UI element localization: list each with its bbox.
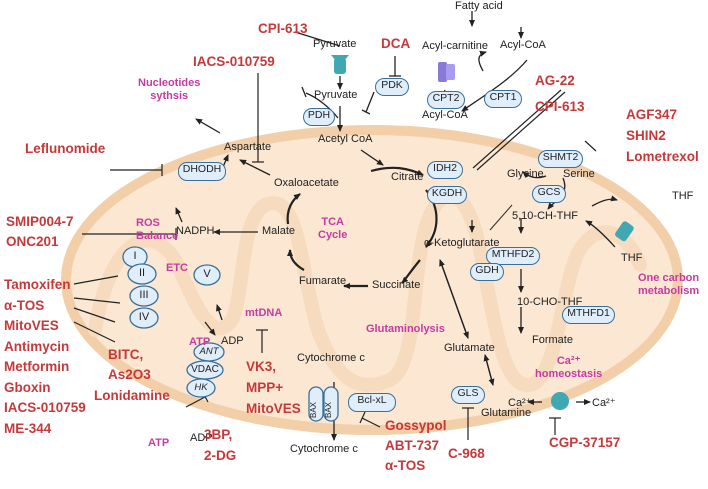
drug-bitc-as2o3: BITC, As2O3: [108, 347, 151, 382]
one-carbon-metabolism-label: One carbon metabolism: [638, 272, 700, 297]
nadph-label: NADPH: [176, 225, 215, 237]
thf-matrix-label: THF: [621, 252, 643, 264]
drug-etc-inhibitors: Tamoxifen α-TOS MitoVES Antimycin Metfor…: [4, 277, 86, 436]
ch-thf-label: 5,10-CH-THF: [512, 210, 579, 222]
pdh-enzyme: PDH: [303, 108, 335, 126]
succinate-label: Succinate: [372, 279, 421, 291]
gcs-enzyme: GCS: [532, 185, 566, 203]
mitochondrion-cristae: [88, 188, 647, 392]
pyruvate-carrier-icon: [331, 55, 349, 74]
cpt1-enzyme: CPT1: [484, 90, 522, 108]
bcl-xl-protein: Bcl-xL: [348, 393, 396, 412]
acyl-coa-matrix-label: Acyl-CoA: [422, 109, 468, 121]
thf-transporter-icon: [615, 221, 634, 242]
inhibitor-lines: [73, 31, 597, 440]
calcium-exchanger-icon: [551, 392, 569, 410]
tca-cycle-label: TCA Cycle: [318, 216, 348, 241]
acyl-carnitine-transporter-icon: [438, 62, 455, 82]
glycine-label: Glycine: [507, 168, 544, 180]
drug-3bp-2dg: 3BP, 2-DG: [204, 427, 237, 463]
drug-cpi613-kgdh: CPI-613: [535, 99, 585, 114]
mthfd2-enzyme: MTHFD2: [486, 247, 540, 265]
acyl-carnitine-label: Acyl-carnitine: [422, 40, 489, 52]
drug-cgp-37157: CGP-37157: [549, 435, 621, 450]
gls-enzyme: GLS: [451, 386, 485, 404]
drug-iacs-010759-aspartate: IACS-010759: [193, 54, 275, 69]
drug-ag22: AG-22: [535, 73, 575, 88]
bax-label-2: BAX: [324, 402, 333, 419]
adp-matrix-label: ADP: [221, 335, 244, 347]
glutaminolysis-label: Glutaminolysis: [366, 323, 445, 335]
membrane-transport-proteins: [186, 342, 225, 398]
kgdh-enzyme: KGDH: [427, 186, 467, 204]
drug-cpi613-pdh: CPI-613: [258, 21, 308, 36]
mthfd1-enzyme: MTHFD1: [562, 306, 615, 324]
acetyl-coa-label: Acetyl CoA: [318, 133, 373, 145]
pdk-enzyme: PDK: [375, 78, 409, 96]
calcium-matrix-label: Ca²⁺: [508, 397, 532, 409]
atp-cytosol-label: ATP: [148, 437, 170, 449]
dhodh-enzyme: DHODH: [178, 162, 226, 181]
drug-smip004-onc201: SMIP004-7 ONC201: [6, 214, 74, 249]
citrate-label: Citrate: [391, 171, 424, 183]
drug-gossypol-abt737-atos: Gossypol ABT-737 α-TOS: [385, 418, 447, 473]
drug-vk3-mpp-mitoves: VK3, MPP+ MitoVES: [246, 359, 301, 416]
formate-label: Formate: [532, 334, 573, 346]
bax-label-1: BAX: [309, 402, 318, 419]
drug-agf347-shin2-lometrexol: AGF347 SHIN2 Lometrexol: [626, 107, 699, 164]
malate-label: Malate: [262, 225, 296, 237]
complex-v-label: V: [203, 268, 211, 280]
vdac-label: VDAC: [191, 364, 219, 375]
atp-matrix-label: ATP: [189, 336, 211, 348]
drug-lonidamine: Lonidamine: [94, 388, 170, 403]
complex-ii-label: II: [138, 267, 146, 279]
etc-complexes: [122, 246, 221, 329]
oxaloacetate-label: Oxaloacetate: [274, 177, 339, 189]
fatty-acid-label: Fatty acid: [455, 0, 503, 12]
hk-label: HK: [194, 382, 208, 393]
adp-cytosol-label: ADP: [190, 432, 213, 444]
serine-label: Serine: [563, 168, 595, 180]
thf-cytosol-label: THF: [672, 190, 694, 202]
shmt2-enzyme: SHMT2: [538, 150, 583, 168]
bax-pore: [308, 386, 339, 422]
aspartate-label: Aspartate: [224, 141, 272, 153]
mtdna-label: mtDNA: [245, 307, 283, 319]
drug-c968: C-968: [448, 446, 485, 461]
etc-label: ETC: [166, 262, 188, 274]
acyl-coa-cytosol-label: Acyl-CoA: [500, 39, 546, 51]
complex-iii-label: III: [139, 289, 149, 301]
pyruvate-cytosol-label: Pyruvate: [313, 38, 357, 50]
cytochrome-c-released-label: Cytochrome c: [290, 443, 358, 455]
pyruvate-matrix-label: Pyruvate: [314, 89, 358, 101]
glutamine-label: Glutamine: [481, 407, 532, 419]
idh2-enzyme: IDH2: [427, 161, 463, 179]
fumarate-label: Fumarate: [299, 275, 347, 287]
calcium-cytosol-label: Ca²⁺: [592, 397, 616, 409]
cho-thf-label: 10-CHO-THF: [517, 296, 583, 308]
ant-label: ANT: [199, 346, 219, 357]
complex-iv-label: IV: [138, 311, 150, 323]
cpt2-enzyme: CPT2: [427, 91, 465, 109]
drug-dca: DCA: [381, 36, 411, 51]
ros-balance-label: ROS Balance: [136, 217, 179, 242]
alpha-ketoglutarate-label: α-Ketoglutarate: [424, 237, 500, 249]
drug-leflunomide: Leflunomide: [25, 141, 106, 156]
gdh-enzyme: GDH: [470, 263, 504, 281]
nucleotides-synthesis-label: Nucleotides sythsis: [138, 77, 201, 102]
complex-i-label: I: [133, 250, 137, 262]
cytochrome-c-matrix-label: Cytochrome c: [297, 352, 365, 364]
calcium-homeostasis-label: Ca²⁺ homeostasis: [535, 355, 603, 380]
glutamate-label: Glutamate: [444, 342, 495, 354]
